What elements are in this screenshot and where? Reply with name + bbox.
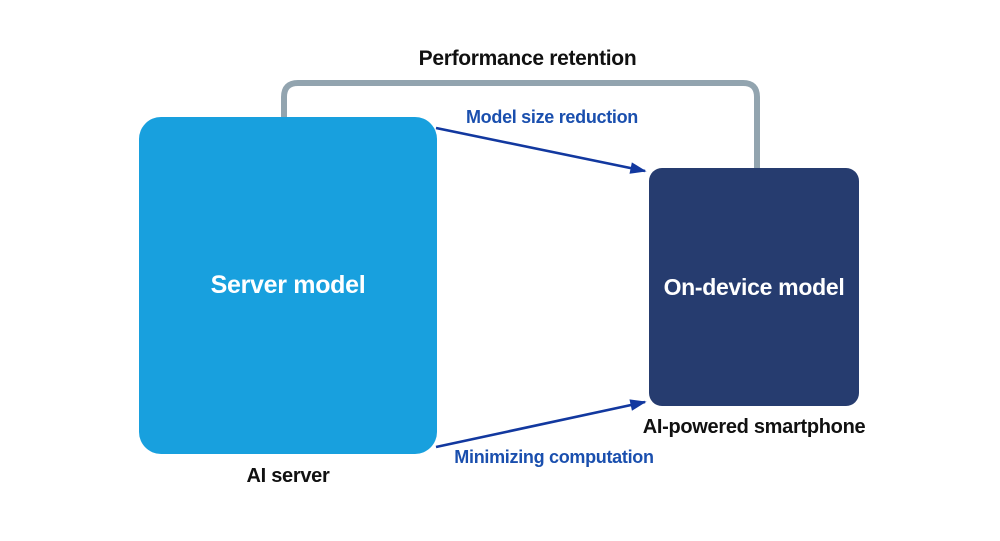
performance-retention-title: Performance retention (418, 47, 637, 70)
ai-server-caption: AI server (246, 465, 330, 487)
server-model-box: Server model (139, 117, 437, 454)
minimizing-computation-arrow (435, 399, 647, 449)
minimizing-computation-label: Minimizing computation (454, 447, 654, 467)
ai-powered-smartphone-caption: AI-powered smartphone (642, 416, 866, 438)
on-device-model-label: On-device model (663, 273, 845, 300)
server-model-label: Server model (210, 271, 366, 299)
on-device-model-box: On-device model (649, 168, 859, 406)
performance-retention-bracket (281, 80, 760, 170)
model-size-reduction-label: Model size reduction (465, 107, 639, 127)
model-size-reduction-arrow (435, 126, 647, 174)
